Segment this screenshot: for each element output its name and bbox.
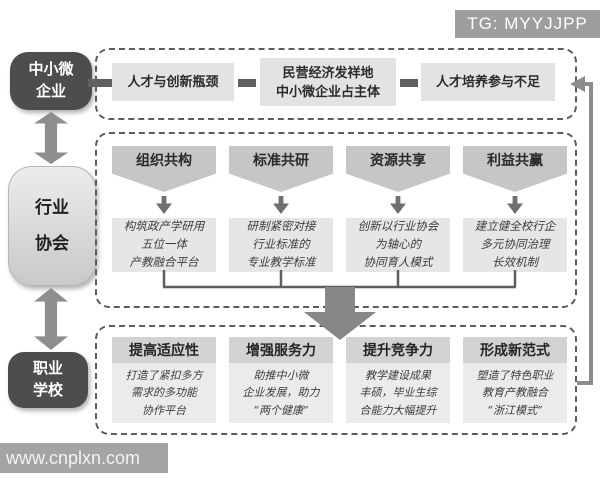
down-arrow-icon — [390, 196, 406, 214]
mechanism-column-standards: 标准共研 研制紧密对接 行业标准的 专业教学标准 — [229, 146, 333, 272]
node-vocational-school: 职业 学校 — [8, 352, 88, 408]
watermark-url: www.cnplxn.com — [0, 443, 168, 473]
outcome-column-new-paradigm: 形成新范式 塑造了特色职业 教育产教融合 “浙江模式” — [463, 337, 567, 423]
outcome-header: 提升竞争力 — [346, 337, 450, 363]
mechanism-header-banner: 利益共赢 — [463, 146, 567, 192]
outcome-description: 助推中小微 企业发展，助力 “两个健康” — [229, 363, 333, 423]
outcome-description: 塑造了特色职业 教育产教融合 “浙江模式” — [463, 363, 567, 423]
mechanism-column-organization: 组织共构 构筑政产学研用 五位一体 产教融合平台 — [112, 146, 216, 272]
mechanism-description: 研制紧密对接 行业标准的 专业教学标准 — [229, 218, 333, 272]
outcome-header: 形成新范式 — [463, 337, 567, 363]
node-sme-enterprises: 中小微 企业 — [10, 52, 92, 110]
outcome-description: 打造了紧扣多方 需求的多功能 协作平台 — [112, 363, 216, 423]
outcome-header: 提高适应性 — [112, 337, 216, 363]
connector-bar — [88, 79, 114, 87]
outcome-column-competitiveness: 提升竞争力 教学建设成果 丰硕，毕业生综 合能力大幅提升 — [346, 337, 450, 423]
down-arrow-icon — [507, 196, 523, 214]
mechanism-description: 建立健全校行企 多元协同治理 长效机制 — [463, 218, 567, 272]
outcome-column-service: 增强服务力 助推中小微 企业发展，助力 “两个健康” — [229, 337, 333, 423]
mechanism-header-banner: 资源共享 — [346, 146, 450, 192]
down-arrow-icon — [156, 196, 172, 214]
mechanism-column-benefits: 利益共赢 建立健全校行企 多元协同治理 长效机制 — [463, 146, 567, 272]
mechanism-description: 构筑政产学研用 五位一体 产教融合平台 — [112, 218, 216, 272]
double-arrow-sme-association-icon — [34, 112, 68, 164]
problem-box-private-economy: 民营经济发祥地 中小微企业占主体 — [260, 58, 396, 106]
mechanism-header-banner: 标准共研 — [229, 146, 333, 192]
connector-bar — [238, 79, 256, 87]
down-arrow-icon — [273, 196, 289, 214]
outcome-column-adaptability: 提高适应性 打造了紧扣多方 需求的多功能 协作平台 — [112, 337, 216, 423]
problem-box-talent-bottleneck: 人才与创新瓶颈 — [112, 63, 234, 101]
mechanism-header-banner: 组织共构 — [112, 146, 216, 192]
node-industry-association: 行业 协会 — [8, 166, 96, 286]
mechanism-column-resources: 资源共享 创新以行业协会 为轴心的 协同育人模式 — [346, 146, 450, 272]
outcome-header: 增强服务力 — [229, 337, 333, 363]
double-arrow-association-school-icon — [34, 288, 68, 350]
outcome-description: 教学建设成果 丰硕，毕业生综 合能力大幅提升 — [346, 363, 450, 423]
connector-bar — [400, 79, 418, 87]
watermark-tg: TG: MYYJJPP — [455, 10, 600, 38]
problem-box-training-participation: 人才培养参与不足 — [421, 63, 555, 101]
mechanism-description: 创新以行业协会 为轴心的 协同育人模式 — [346, 218, 450, 272]
